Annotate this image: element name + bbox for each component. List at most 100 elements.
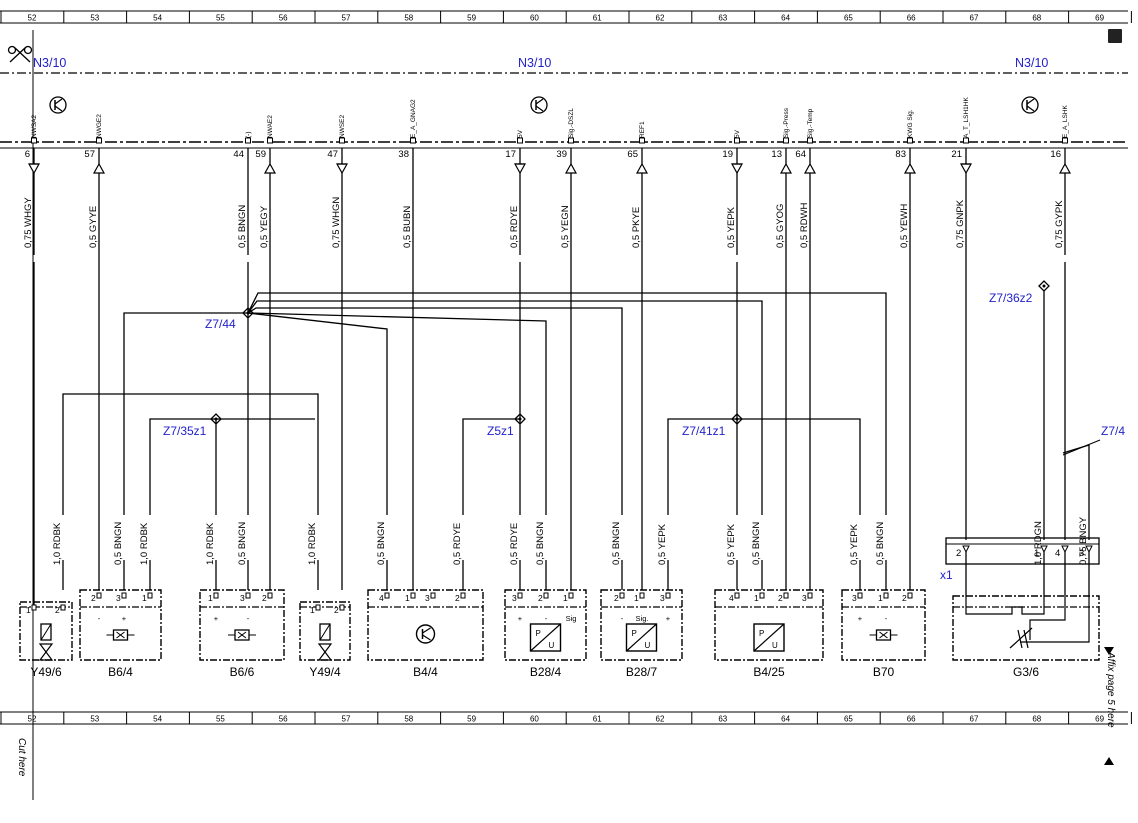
terminal-icon [665,592,671,599]
pin-signal-label: REF1 [639,121,646,138]
lower-wire-label: 0,5 RDYE [452,523,463,565]
pin-signal-label: KWG Sig. [907,109,914,138]
component-pin-number: 3 [660,593,665,603]
component-pin-number: 3 [425,593,430,603]
pin-number: 16 [1050,149,1061,160]
splice-label: Z7/35z1 [163,424,207,438]
ruler-number: 60 [530,715,539,724]
ruler-number: 67 [970,715,979,724]
sensor-inner-wire [1020,596,1090,643]
component-label: B6/4 [108,665,133,679]
pin-signal-label: E_A_LSHK [1062,104,1069,138]
pin-sign: - [247,614,250,623]
terminal-icon [430,592,436,599]
terminal-icon [907,592,913,599]
wire-shield [1062,439,1101,456]
connector-pin-number: 4 [1055,548,1060,559]
ruler-number: 52 [28,14,37,23]
pressure-sensor-icon: PU [529,623,562,652]
lower-wire-label: 1,0 RDGN [1033,521,1044,565]
ruler-number: 58 [404,715,413,724]
pin-sign: - [545,614,548,623]
component-housing [367,589,484,661]
terminal-icon [96,137,102,144]
terminal-icon [883,592,889,599]
arrow-up-icon [1058,162,1072,174]
connector-pin-number: 2 [956,548,961,559]
terminal-icon [1062,137,1068,144]
component-pin-number: 2 [262,593,267,603]
component-pin-number: 1 [208,593,213,603]
terminal-icon [410,592,416,599]
pin-number: 17 [505,149,516,160]
pressure-letter: P [536,629,541,638]
terminal-icon [907,137,913,144]
connector-pin-icon [1061,545,1069,554]
terminal-icon [517,137,523,144]
transistor-icon [1021,96,1039,114]
lower-wire-label: 0,5 BNGN [113,522,124,565]
wire-bngn-b64 [123,312,248,515]
lower-wire-label: 1,0 RDBK [205,522,216,565]
connector-pin-number: 1 [1034,548,1039,559]
wire-bngn-b70 [247,292,887,515]
pin-signal-label: Sig.-Temp [807,108,814,138]
component-pin-number: 1 [634,593,639,603]
wire-label: 0,5 RDWH [799,202,810,248]
ruler-number: 59 [467,14,476,23]
sensor-transistor-icon [415,624,436,644]
component-pin-number: 3 [852,593,857,603]
arrow-up-icon [263,162,277,174]
lower-wire-label: 1,0 RDBK [139,522,150,565]
ruler-number: 60 [530,14,539,23]
wire-label: 0,75 GNPK [955,199,966,248]
lower-wire-label: 1,0 RDBK [52,522,63,565]
wire-label: 0,75 WHGN [331,197,342,248]
pin-sign: Sig. [636,614,649,623]
arrow-up-icon [903,162,917,174]
ruler-number: 53 [90,14,99,23]
pin-sign: + [518,614,523,623]
wire-label: 0,75 GYPK [1054,200,1065,248]
ruler-number: 55 [216,14,225,23]
terminal-icon [807,592,813,599]
wire-label: 0,5 PKYE [631,207,642,248]
splice-dot [1042,284,1046,288]
component-housing [199,589,285,661]
pin-44: (-)440,5 BNGN [233,132,252,249]
terminal-icon [121,592,127,599]
hall-sensor-icon [869,629,898,641]
pin-number: 83 [895,149,906,160]
connector-pin-icon [962,545,970,554]
component-label: Y49/4 [309,665,341,679]
hall-sensor-icon [106,629,135,641]
pin-number: 39 [556,149,567,160]
ruler-number: 64 [781,14,790,23]
terminal-icon [460,592,466,599]
lower-wire-label: 0,5 YEPK [849,523,860,565]
wire-label: 0,5 GYOG [775,204,786,248]
lower-wire-label: 0,75 BNGY [1078,516,1089,565]
component-pin-number: 2 [55,605,60,615]
arrow-up-icon [803,162,817,174]
pin-number: 19 [722,149,733,160]
pin-signal-label: Sig.-Press [783,107,790,138]
terminal-icon [31,137,37,144]
wire-rdye [462,418,520,515]
lower-wires: 1,0 RDBK 0,5 BNGN 1,0 RDBK 1,0 RDBK 0,5 BNGN… [33,148,1101,610]
splice-label: Z5z1 [487,424,514,438]
ruler-number: 61 [593,715,602,724]
component-pin-number: 3 [802,593,807,603]
lower-wire-label: 0,5 BNGN [376,522,387,565]
scissors-icon [9,46,27,63]
arrow-down-icon [1104,647,1114,655]
control-unit-label: N3/10 [518,56,551,70]
terminal-icon [315,604,321,611]
ruler-number: 69 [1095,14,1104,23]
pin-16: E_A_LSHK 16 0,75 GYPK [1050,104,1072,248]
